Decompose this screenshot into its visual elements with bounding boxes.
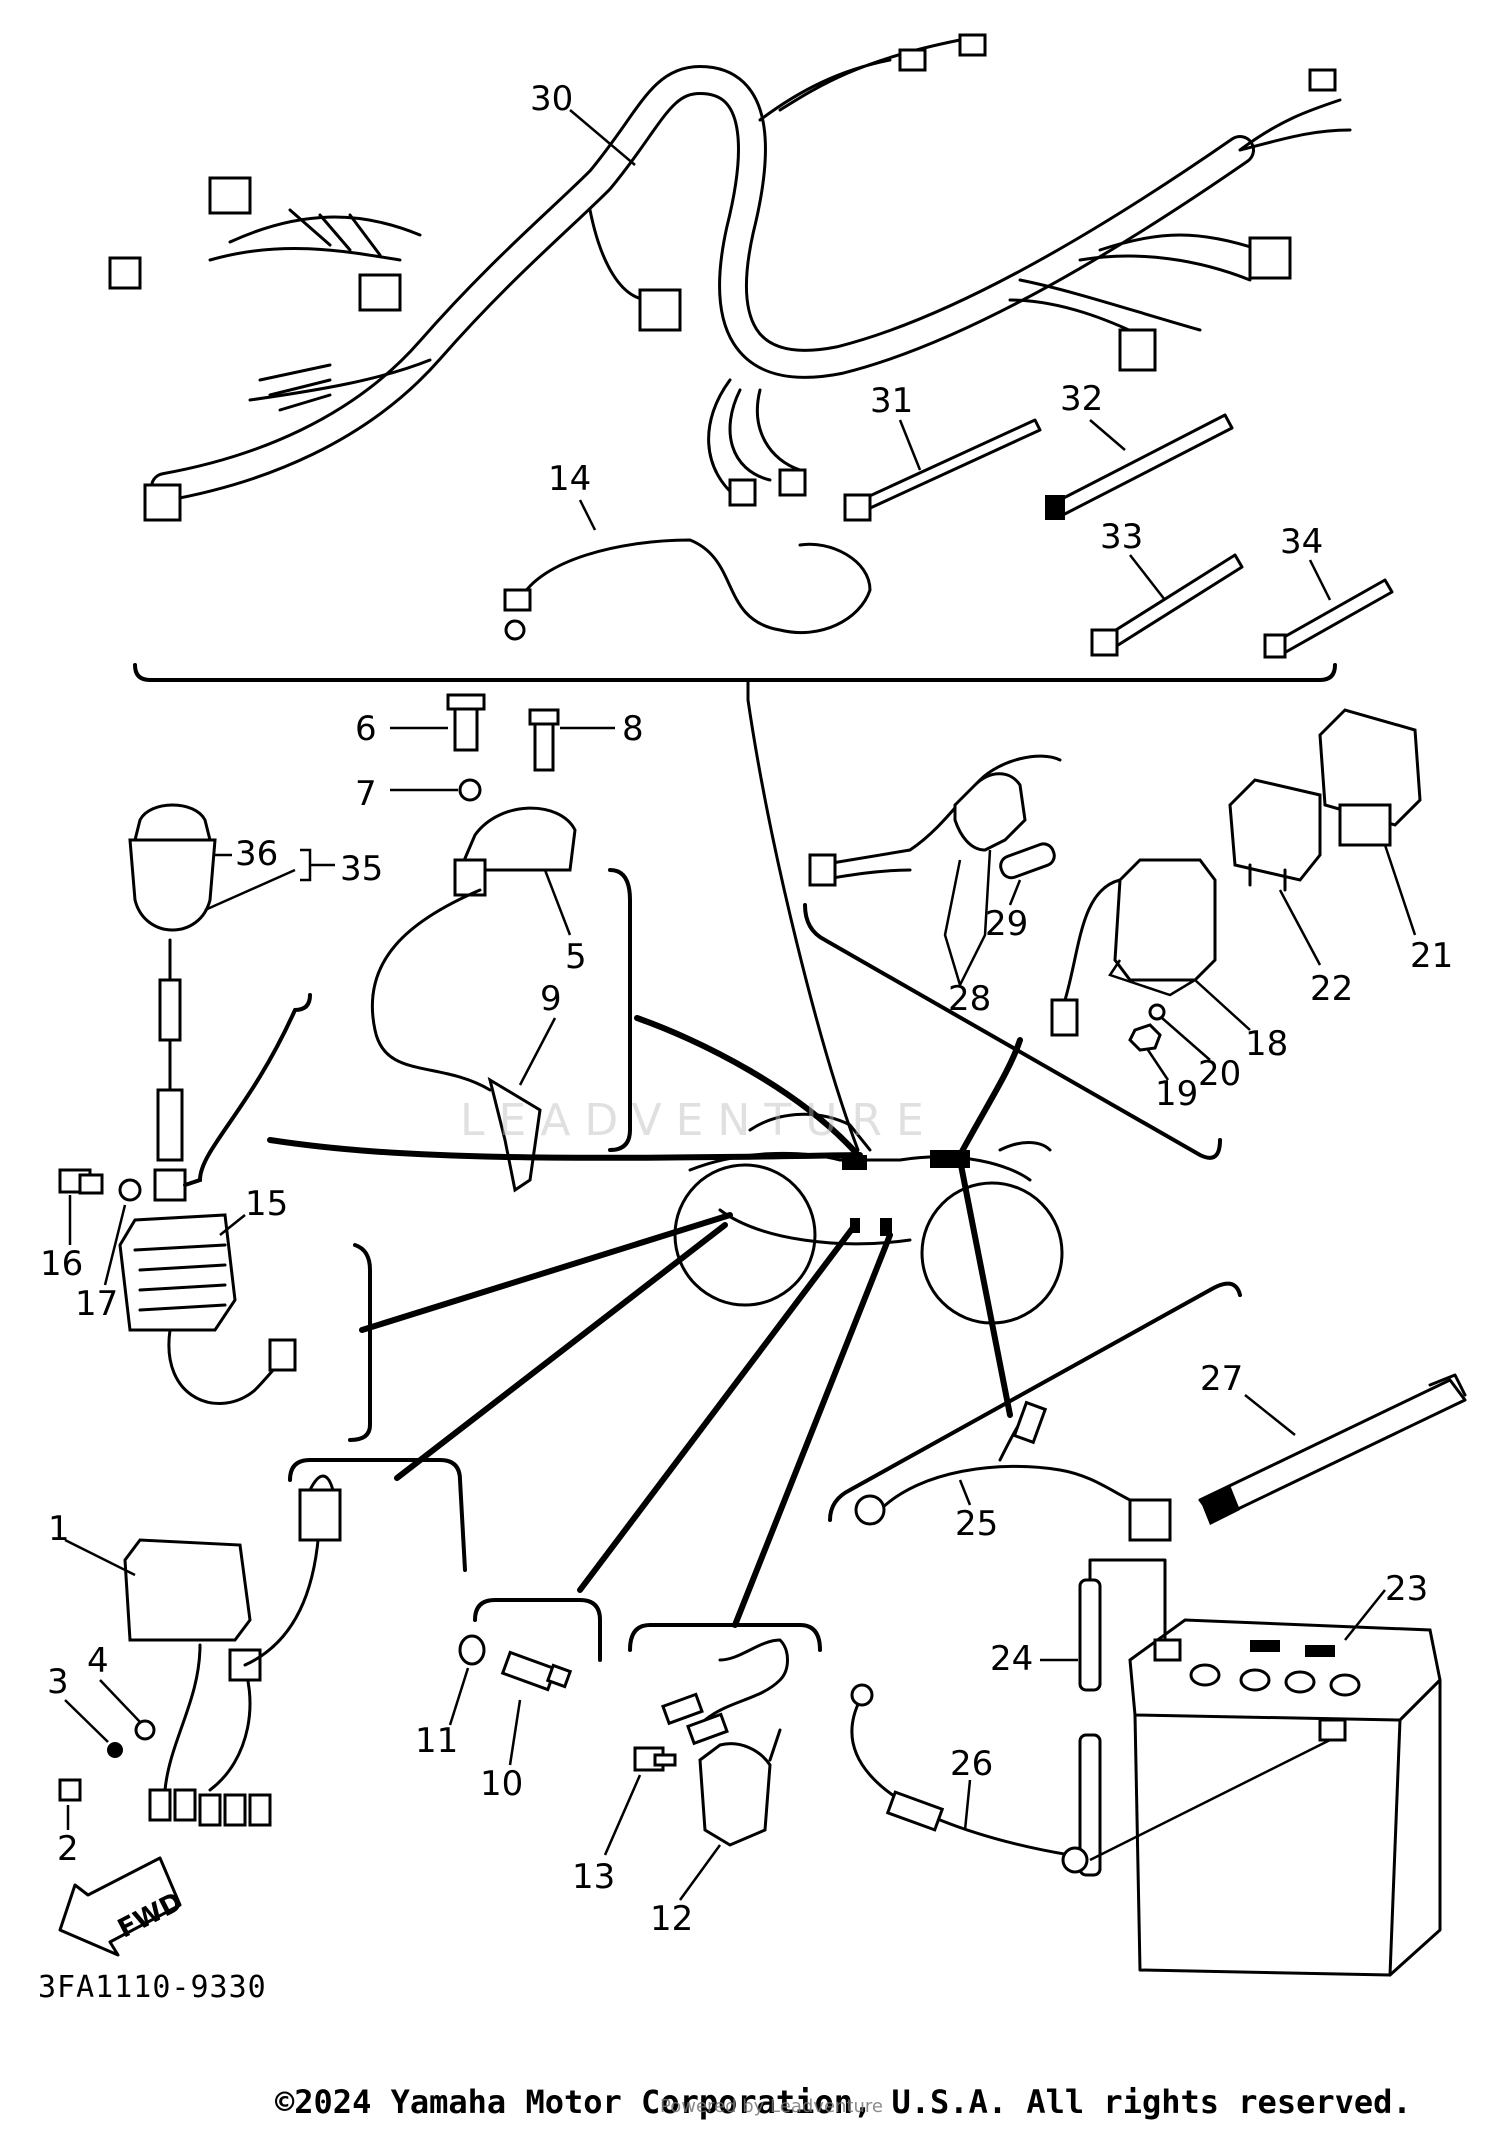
nut-19-drawing[interactable] bbox=[1128, 1023, 1162, 1052]
battery-band-drawing[interactable] bbox=[1198, 1373, 1467, 1525]
label-17: 17 bbox=[75, 1284, 118, 1324]
label-12: 12 bbox=[650, 1899, 693, 1939]
label-16: 16 bbox=[40, 1244, 83, 1284]
sub-lead-drawing[interactable] bbox=[503, 538, 872, 641]
label-35: 35 bbox=[340, 849, 383, 889]
label-14: 14 bbox=[548, 459, 591, 499]
label-21: 21 bbox=[1410, 936, 1453, 976]
label-31: 31 bbox=[870, 381, 913, 421]
fuse-29-drawing[interactable] bbox=[998, 841, 1057, 880]
relay-21-drawing[interactable] bbox=[1318, 708, 1422, 847]
watermark-text: Powered by Leadventure bbox=[660, 2096, 883, 2117]
battery-drawing[interactable] bbox=[1128, 1618, 1442, 1977]
wire-harness-drawing[interactable] bbox=[108, 33, 1352, 522]
label-9: 9 bbox=[540, 979, 562, 1019]
label-1: 1 bbox=[48, 1509, 70, 1549]
label-24: 24 bbox=[990, 1639, 1033, 1679]
label-6: 6 bbox=[355, 709, 377, 749]
label-30: 30 bbox=[530, 79, 573, 119]
relay-22-drawing[interactable] bbox=[1228, 778, 1322, 892]
washer-20-drawing[interactable] bbox=[1148, 1003, 1166, 1021]
label-29: 29 bbox=[985, 904, 1028, 944]
starter-relay-drawing[interactable] bbox=[1050, 858, 1217, 1037]
battery-lead-26-drawing[interactable] bbox=[850, 1683, 1331, 1874]
breather-pipe-drawing[interactable] bbox=[1078, 1558, 1167, 1877]
label-25: 25 bbox=[955, 1504, 998, 1544]
fwd-arrow-text: FWD bbox=[113, 1887, 187, 1945]
label-20: 20 bbox=[1198, 1054, 1241, 1094]
label-15: 15 bbox=[245, 1184, 288, 1224]
band-34-drawing[interactable] bbox=[1263, 578, 1394, 659]
label-11: 11 bbox=[415, 1721, 458, 1761]
band-31-drawing[interactable] bbox=[843, 418, 1042, 522]
rear-brake-switch-drawing[interactable] bbox=[633, 1638, 789, 1847]
label-26: 26 bbox=[950, 1744, 993, 1784]
label-3: 3 bbox=[47, 1662, 69, 1702]
label-27: 27 bbox=[1200, 1359, 1243, 1399]
label-13: 13 bbox=[572, 1857, 615, 1897]
label-8: 8 bbox=[622, 709, 644, 749]
label-34: 34 bbox=[1280, 522, 1323, 562]
neutral-switch-drawing[interactable] bbox=[458, 1634, 573, 1692]
label-22: 22 bbox=[1310, 969, 1353, 1009]
label-4: 4 bbox=[87, 1641, 109, 1681]
label-10: 10 bbox=[480, 1764, 523, 1804]
battery-lead-25-drawing[interactable] bbox=[854, 1400, 1172, 1542]
main-switch-drawing[interactable] bbox=[128, 803, 217, 1202]
forward-direction-arrow: FWD bbox=[58, 1856, 187, 1957]
band-32-drawing[interactable] bbox=[1045, 413, 1234, 520]
watermark-logo: LEADVENTURE bbox=[460, 1095, 938, 1146]
label-5: 5 bbox=[565, 937, 587, 977]
label-7: 7 bbox=[355, 774, 377, 814]
diagram-part-code: 3FA1110-9330 bbox=[38, 1970, 267, 2005]
label-32: 32 bbox=[1060, 379, 1103, 419]
ignition-coil-drawing[interactable] bbox=[370, 693, 577, 1193]
label-28: 28 bbox=[948, 979, 991, 1019]
copyright-notice: ©2024 Yamaha Motor Corporation, U.S.A. A… bbox=[275, 2083, 1412, 2121]
label-19: 19 bbox=[1155, 1074, 1198, 1114]
label-36: 36 bbox=[235, 834, 278, 874]
fuse-holder-drawing[interactable] bbox=[808, 754, 1062, 887]
band-33-drawing[interactable] bbox=[1090, 553, 1244, 657]
label-18: 18 bbox=[1245, 1024, 1288, 1064]
label-2: 2 bbox=[57, 1829, 79, 1869]
cdi-unit-drawing[interactable] bbox=[58, 1474, 342, 1827]
label-23: 23 bbox=[1385, 1569, 1428, 1609]
label-33: 33 bbox=[1100, 517, 1143, 557]
rectifier-regulator-drawing[interactable] bbox=[58, 1168, 297, 1405]
